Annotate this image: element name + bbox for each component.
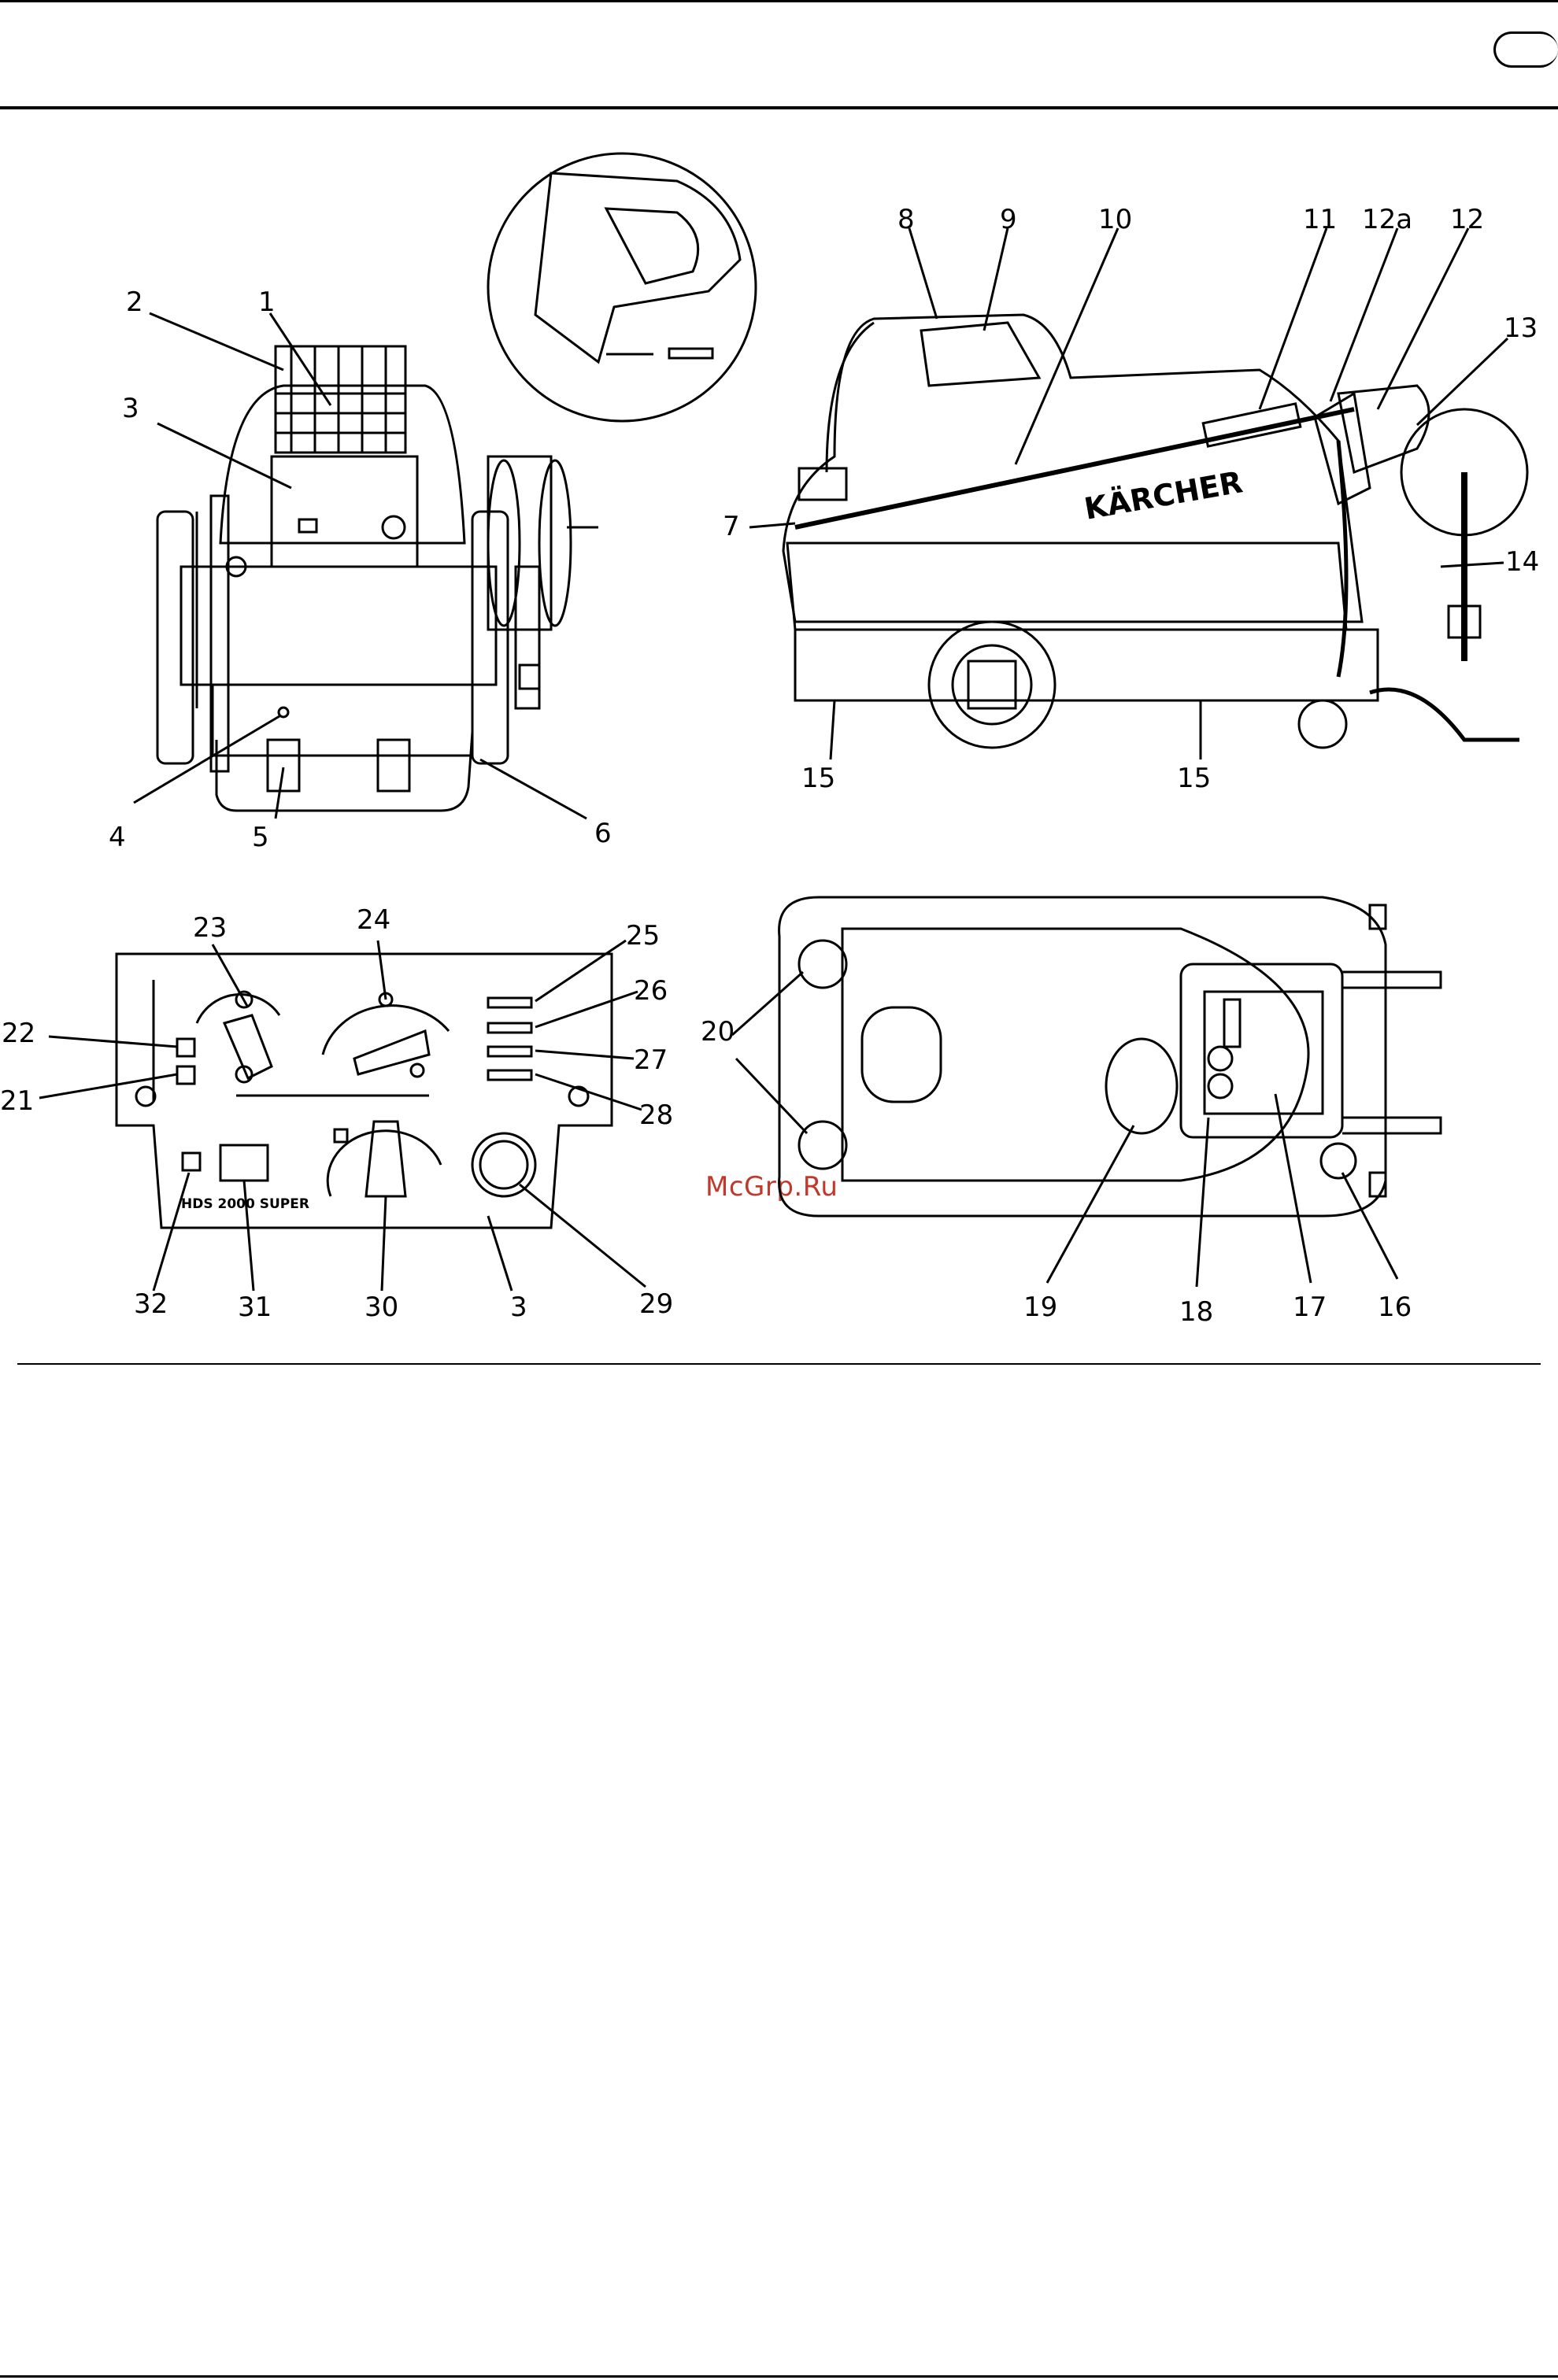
callout-7: 7 [723,511,740,542]
callout-28: 28 [639,1099,673,1131]
top-cap-19 [1106,1039,1177,1133]
callout-3-front: 3 [122,393,139,424]
top-wheel-lower [799,1122,846,1169]
top-window [862,1007,941,1102]
front-frame [216,732,472,811]
front-hood [220,386,464,543]
top-body-outline [779,897,1386,1216]
callout-9: 9 [1000,204,1017,235]
callout-24: 24 [357,904,390,936]
callout-17: 17 [1293,1292,1327,1323]
callout-13: 13 [1504,312,1538,344]
callout-6: 6 [594,818,612,849]
manometer-29 [472,1133,535,1196]
callout-27: 27 [634,1044,668,1076]
callout-21: 21 [0,1085,34,1117]
callout-26: 26 [634,975,668,1007]
callout-2: 2 [126,286,143,318]
panel-outline [117,954,612,1228]
gauge-needle-24 [354,1031,429,1074]
callout-1: 1 [258,286,276,318]
callout-15-right: 15 [1177,763,1211,794]
callout-12a: 12a [1362,204,1412,235]
front-control-panel [272,456,417,567]
callout-10: 10 [1098,204,1132,235]
side-lance [795,409,1354,527]
callout-16: 16 [1378,1292,1412,1323]
hour-counter-31 [220,1145,268,1181]
callout-23: 23 [193,912,227,944]
callout-25: 25 [626,920,660,952]
top-fitting-16 [1321,1144,1356,1178]
top-panel-recess [1205,992,1323,1114]
callout-4: 4 [109,822,126,853]
control-panel-figure: HDS 2000 SUPER [39,941,646,1291]
top-view-figure [732,897,1441,1287]
front-right-wheel [472,512,508,763]
callout-31: 31 [238,1292,272,1323]
front-foot-right [378,740,409,791]
callout-5: 5 [252,822,269,853]
side-caster [1299,700,1346,748]
front-left-wheel [157,512,193,763]
callout-8: 8 [897,204,915,235]
side-base [795,630,1378,700]
callout-11: 11 [1303,204,1337,235]
detail-handle-grip [606,209,698,283]
side-wheel [929,622,1055,748]
callout-22: 22 [2,1018,35,1049]
indicator-22 [177,1039,194,1056]
callout-12: 12 [1450,204,1484,235]
side-body [787,543,1346,630]
callout-19: 19 [1023,1292,1057,1323]
callout-30: 30 [365,1292,398,1323]
side-view-figure: KÄRCHER [749,228,1527,759]
side-brand-logo: KÄRCHER [1082,464,1245,527]
indicator-21 [177,1066,194,1084]
front-base [213,685,472,756]
callout-32: 32 [134,1288,168,1320]
detail-magnifier-circle [488,153,756,421]
top-hood [842,929,1308,1181]
callout-3-panel: 3 [510,1292,527,1323]
callout-15-left: 15 [801,763,835,794]
callout-29: 29 [639,1288,673,1320]
front-foot-left [268,740,299,791]
front-view-figure [134,153,756,819]
indicator-32 [183,1153,200,1170]
callout-14: 14 [1505,546,1539,578]
top-wheel-upper [799,941,846,988]
callout-20: 20 [701,1016,735,1048]
side-top-panel [921,323,1039,386]
callout-18: 18 [1179,1296,1213,1328]
thermostat-knob-30 [366,1122,405,1196]
